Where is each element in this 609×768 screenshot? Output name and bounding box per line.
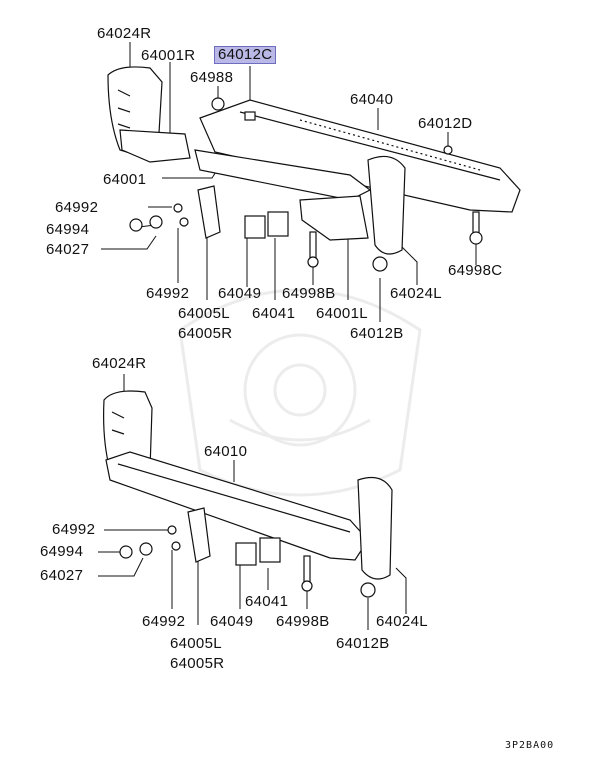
nut-64998B-top bbox=[307, 256, 319, 268]
top-assembly bbox=[107, 66, 521, 272]
label-64994-bottom[interactable]: 64994 bbox=[40, 543, 84, 560]
label-64005L-bottom[interactable]: 64005L bbox=[170, 635, 222, 652]
bracket-bottom bbox=[187, 507, 211, 563]
label-64998C[interactable]: 64998C bbox=[448, 262, 503, 279]
label-64027-bottom[interactable]: 64027 bbox=[40, 567, 84, 584]
washer-64027-top bbox=[149, 215, 163, 229]
label-64012D[interactable]: 64012D bbox=[418, 115, 473, 132]
clip-64012D bbox=[443, 145, 453, 155]
label-64049-top[interactable]: 64049 bbox=[218, 285, 262, 302]
label-64012C-highlighted[interactable]: 64012C bbox=[214, 46, 277, 64]
label-64005R-bottom[interactable]: 64005R bbox=[170, 655, 225, 672]
washer-64027-bottom bbox=[139, 542, 153, 556]
screw-64992a-top bbox=[173, 203, 183, 213]
pad-64049-top bbox=[244, 215, 266, 239]
label-64024L-bottom[interactable]: 64024L bbox=[376, 613, 428, 630]
label-64024L-top[interactable]: 64024L bbox=[390, 285, 442, 302]
label-64992a-top[interactable]: 64992 bbox=[55, 199, 99, 216]
screw-64992b-bottom bbox=[171, 541, 181, 551]
clip-64012B-top bbox=[372, 256, 388, 272]
label-64040[interactable]: 64040 bbox=[350, 91, 394, 108]
label-64049-bottom[interactable]: 64049 bbox=[210, 613, 254, 630]
label-64001L-top[interactable]: 64001L bbox=[316, 305, 368, 322]
label-64041-bottom[interactable]: 64041 bbox=[245, 593, 289, 610]
nut-64998C bbox=[469, 231, 483, 245]
leader-lines bbox=[98, 42, 477, 630]
label-64041-top[interactable]: 64041 bbox=[252, 305, 296, 322]
reinforcement-left-top bbox=[299, 195, 369, 241]
pad-64049-bottom bbox=[235, 542, 257, 566]
label-64988[interactable]: 64988 bbox=[190, 69, 234, 86]
label-64024R-top[interactable]: 64024R bbox=[97, 25, 152, 42]
label-64012B-top[interactable]: 64012B bbox=[350, 325, 404, 342]
watermark-emblem bbox=[178, 288, 422, 497]
label-64992b-bottom[interactable]: 64992 bbox=[142, 613, 186, 630]
label-64001R-top[interactable]: 64001R bbox=[141, 47, 196, 64]
label-64010[interactable]: 64010 bbox=[204, 443, 248, 460]
bracket-top bbox=[197, 185, 221, 239]
end-cap-left-bottom bbox=[357, 477, 393, 580]
pad-64041-bottom bbox=[259, 537, 281, 563]
diagram-code: 3P2BA00 bbox=[505, 740, 555, 751]
label-64027-top[interactable]: 64027 bbox=[46, 241, 90, 258]
label-64992a-bottom[interactable]: 64992 bbox=[52, 521, 96, 538]
clip-64012C bbox=[244, 111, 256, 121]
label-64005L-top[interactable]: 64005L bbox=[178, 305, 230, 322]
bolt-64988 bbox=[211, 97, 225, 111]
pad-64041-top bbox=[267, 211, 289, 237]
nut-64998B-bottom bbox=[301, 580, 313, 592]
label-64994-top[interactable]: 64994 bbox=[46, 221, 90, 238]
label-64998B-top[interactable]: 64998B bbox=[282, 285, 336, 302]
nut-64994-bottom bbox=[119, 545, 133, 559]
label-64992b-top[interactable]: 64992 bbox=[146, 285, 190, 302]
label-64998B-bottom[interactable]: 64998B bbox=[276, 613, 330, 630]
nut-64994-top bbox=[129, 218, 143, 232]
reinforcement-right-top bbox=[119, 129, 191, 163]
screw-64992a-bottom bbox=[167, 525, 177, 535]
label-64024R-bottom[interactable]: 64024R bbox=[92, 355, 147, 372]
label-64012B-bottom[interactable]: 64012B bbox=[336, 635, 390, 652]
end-cap-left-top bbox=[367, 155, 406, 255]
lower-rail-top bbox=[194, 149, 372, 201]
bottom-assembly bbox=[103, 390, 393, 598]
clip-64012B-bottom bbox=[360, 582, 376, 598]
label-64001-top[interactable]: 64001 bbox=[103, 171, 147, 188]
screw-64992b-top bbox=[179, 217, 189, 227]
label-64005R-top[interactable]: 64005R bbox=[178, 325, 233, 342]
